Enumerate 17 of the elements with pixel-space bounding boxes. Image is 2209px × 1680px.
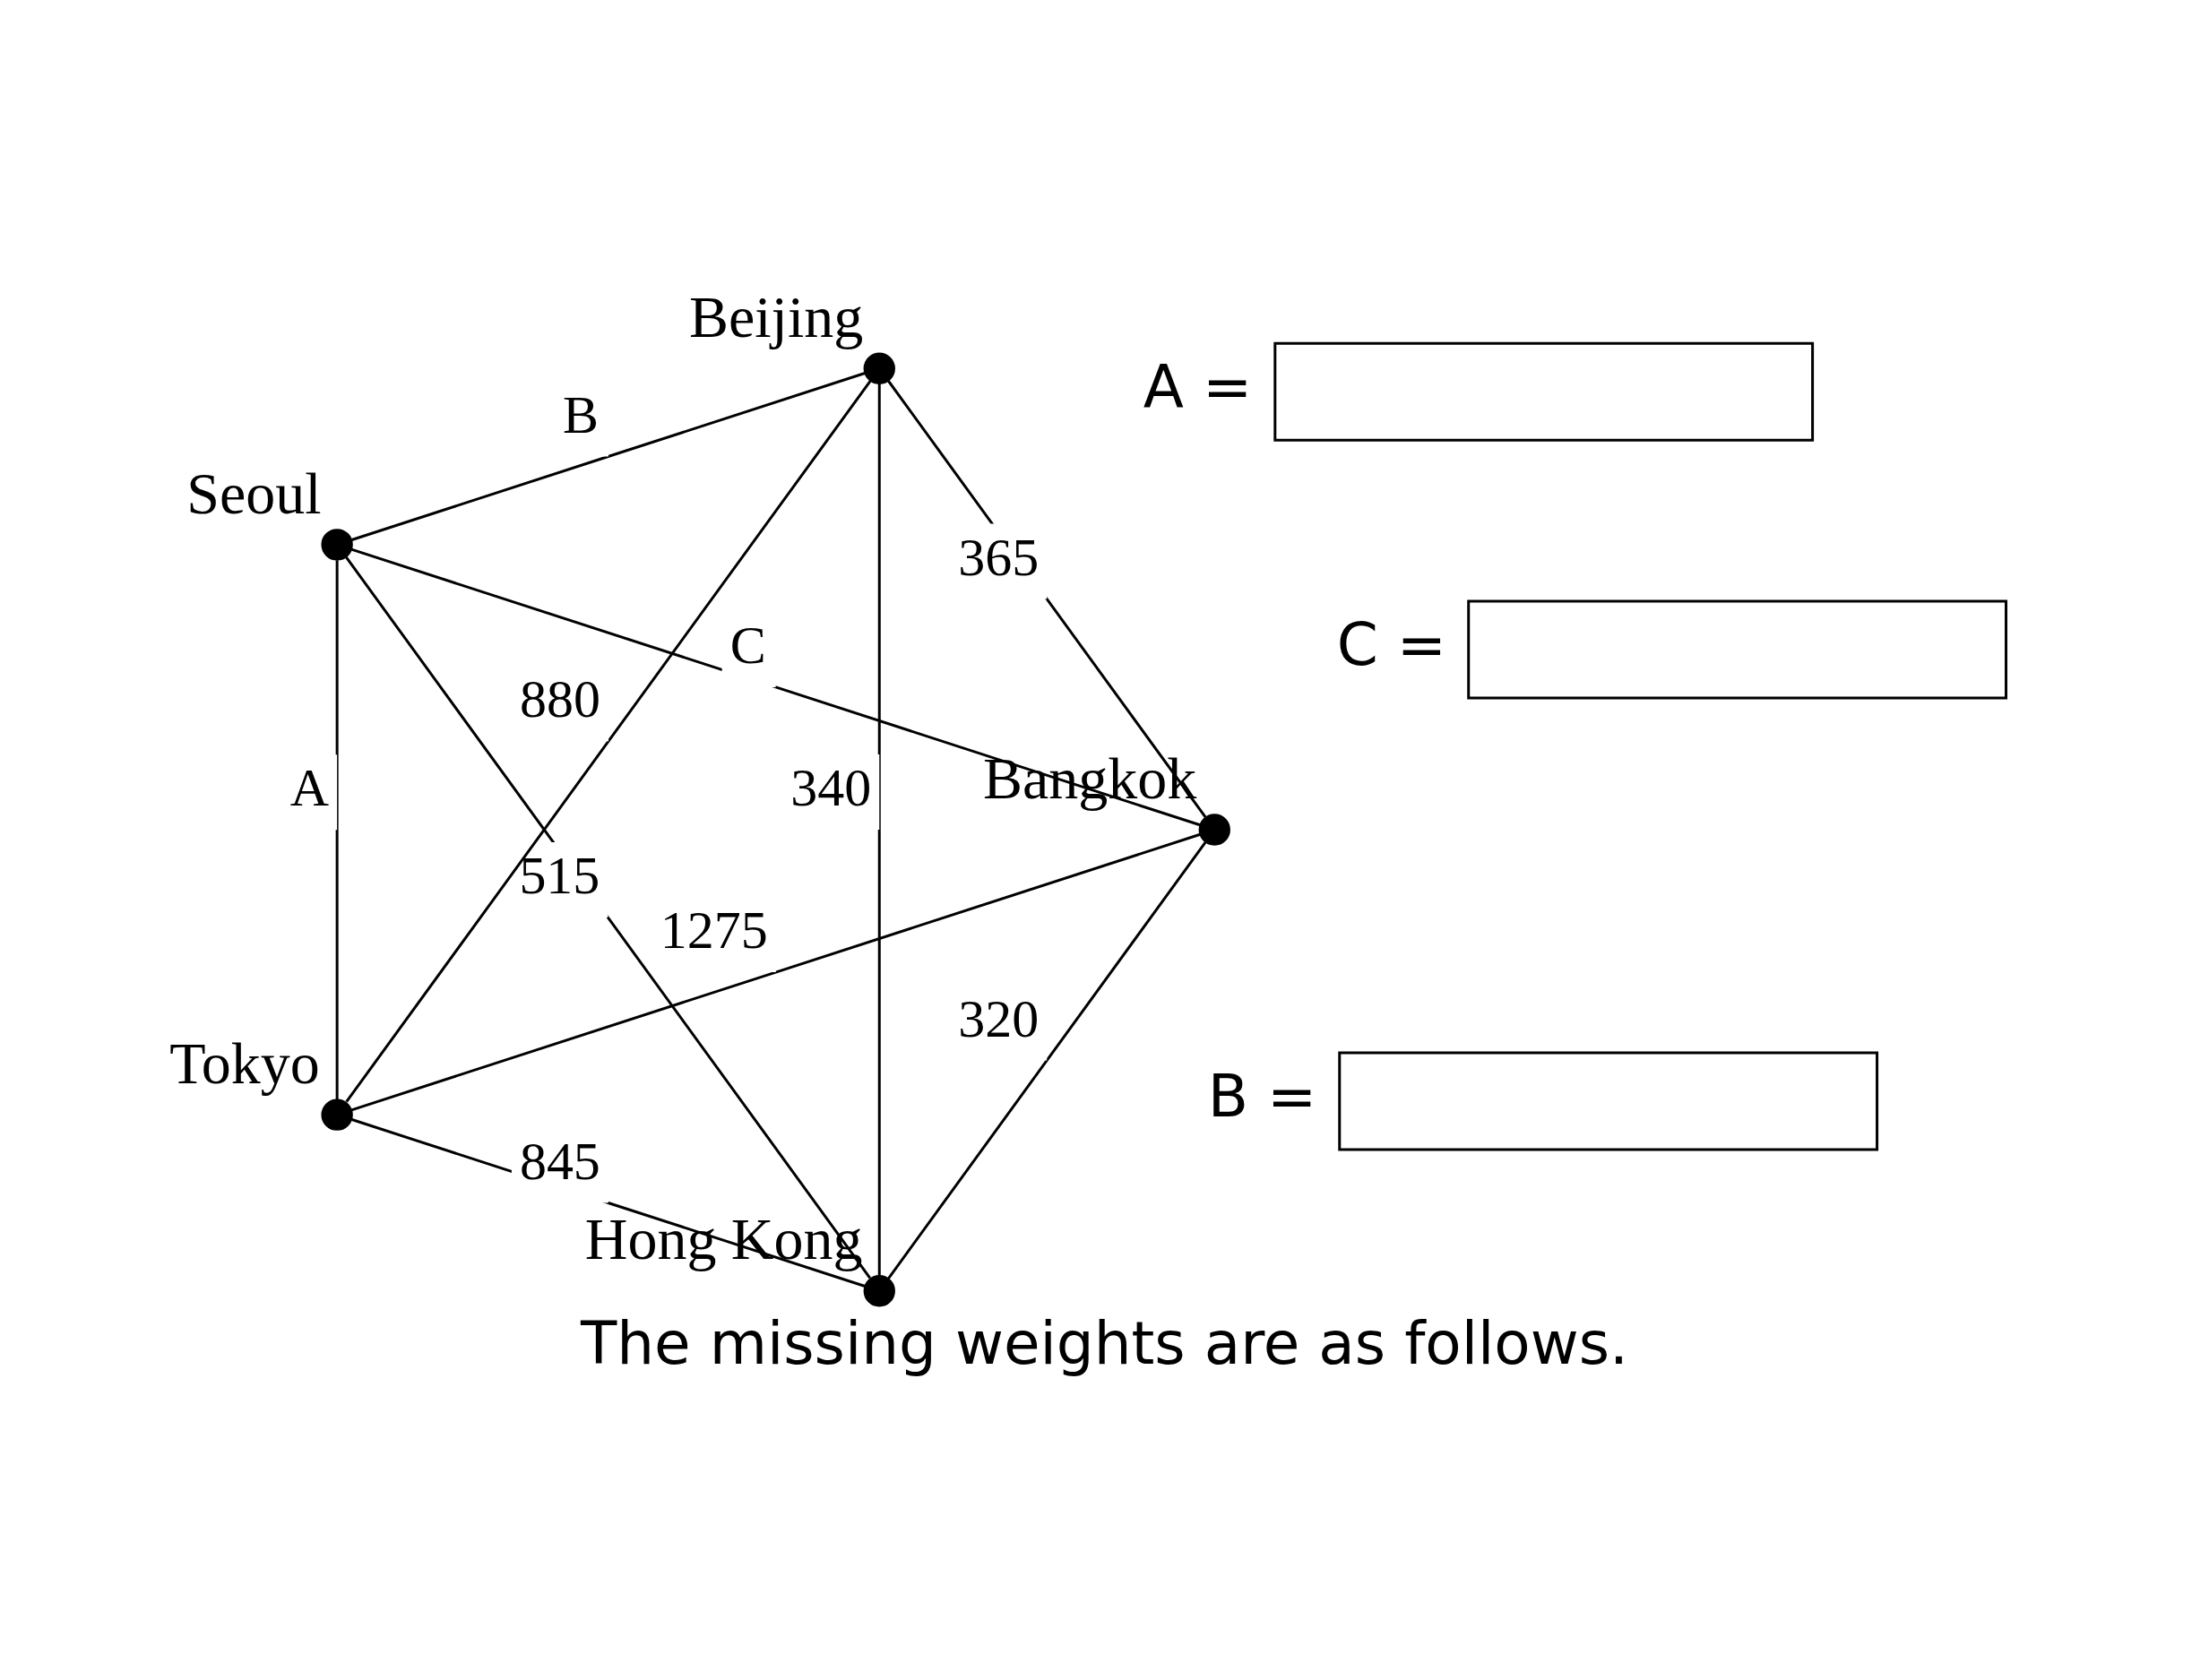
edge-label: 880 <box>520 668 601 728</box>
edge-label: 365 <box>958 526 1040 586</box>
caption: The missing weights are as follows. <box>580 1308 1629 1378</box>
edge-label: 1275 <box>660 900 768 960</box>
label: C = <box>1336 609 1447 679</box>
label: B = <box>1207 1061 1317 1131</box>
edge-label: A <box>289 757 329 817</box>
edge-label: 845 <box>519 1131 600 1191</box>
node-label: Beijing <box>688 283 864 349</box>
edge-label: C <box>729 615 766 675</box>
edge-label: 340 <box>790 757 872 817</box>
edge-label: B <box>562 384 599 444</box>
node-label: Seoul <box>186 459 322 525</box>
edge-label: 320 <box>958 988 1040 1048</box>
node-label: Tokyo <box>169 1030 320 1096</box>
edge-label: 515 <box>519 845 600 905</box>
label: A = <box>1143 351 1253 421</box>
